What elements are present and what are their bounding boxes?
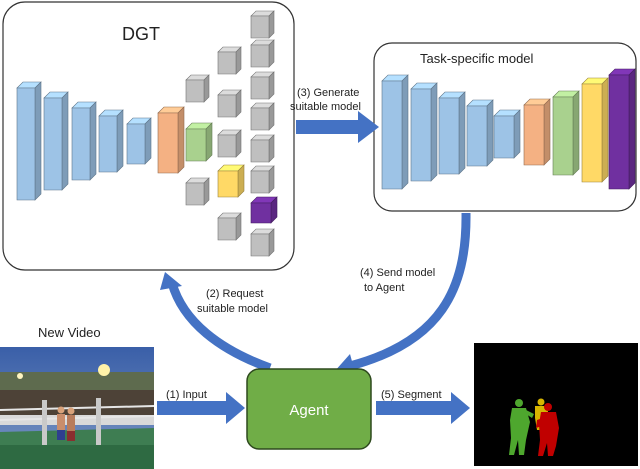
dgt-gray-block [185, 177, 210, 206]
input-label: (1) Input [166, 389, 207, 401]
request-label-line2: suitable model [197, 303, 268, 315]
dgt-gray-block [185, 74, 210, 103]
request-label-line1: (2) Request [206, 288, 263, 300]
dgt-green-block [185, 122, 213, 162]
task-model-title: Task-specific model [420, 51, 534, 66]
video-caption: New Video [38, 325, 101, 340]
segment-arrow [376, 392, 470, 424]
request-arrowhead [160, 272, 182, 290]
agent-label: Agent [289, 402, 329, 419]
dgt-gray-block [217, 89, 242, 118]
dgt-encoder-block [16, 81, 42, 201]
segmentation-masks [509, 398, 559, 456]
input-arrow [157, 392, 245, 424]
generate-label-line2: suitable model [290, 101, 361, 113]
task-green-block [552, 90, 580, 176]
request-arrow [160, 272, 272, 373]
task-model-network-blocks [381, 68, 636, 190]
generate-arrow [296, 111, 379, 143]
dgt-encoder-block [98, 109, 124, 173]
task-purple-block [608, 68, 636, 190]
task-encoder-block [381, 74, 409, 190]
agent-box [246, 368, 372, 450]
dgt-gray-block [250, 71, 275, 100]
dgt-gray-block [217, 46, 242, 75]
generate-arrow-shape [296, 111, 379, 143]
dgt-gray-block [250, 10, 275, 39]
dgt-encoder-block [71, 101, 97, 181]
send-label-line2: to Agent [364, 282, 404, 294]
dgt-gray-block [217, 212, 242, 241]
dgt-gray-block [250, 102, 275, 131]
segment-label: (5) Segment [381, 389, 442, 401]
task-orange-block [523, 98, 551, 166]
dgt-title: DGT [122, 24, 160, 44]
task-encoder-block [493, 109, 521, 159]
dgt-yellow-block [217, 164, 245, 198]
dgt-encoder-block [126, 117, 152, 165]
dgt-encoder-block [43, 91, 69, 191]
segmentation-output [474, 343, 638, 466]
generate-label-line1: (3) Generate [297, 87, 359, 99]
task-encoder-block [410, 82, 438, 182]
dgt-purple-block [250, 196, 278, 224]
task-encoder-block [438, 91, 466, 175]
dgt-gray-block [250, 165, 275, 194]
task-yellow-block [581, 77, 609, 183]
dgt-gray-block [217, 129, 242, 158]
video-thumbnail [0, 347, 154, 469]
dgt-gray-block [250, 228, 275, 257]
dgt-network-blocks [16, 10, 278, 257]
send-model-arrow [334, 212, 471, 376]
dgt-gray-block [250, 39, 275, 68]
task-encoder-block [466, 99, 494, 167]
dgt-gray-block [250, 134, 275, 163]
send-label-line1: (4) Send model [360, 267, 435, 279]
dgt-orange-block [157, 106, 185, 174]
